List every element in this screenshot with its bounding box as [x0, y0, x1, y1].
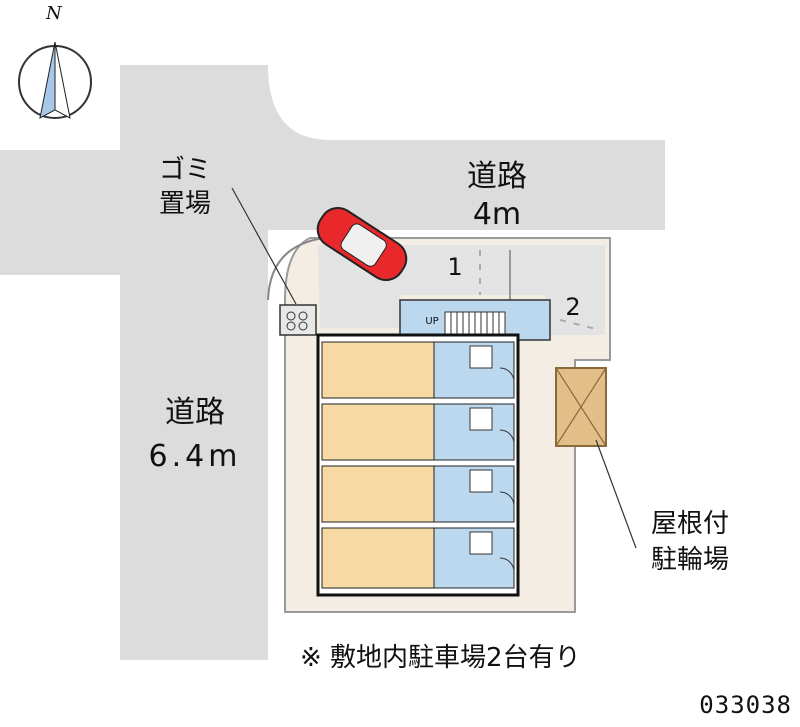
roads: [0, 65, 665, 660]
road-top: [268, 140, 665, 230]
left-road-name: 道路: [165, 395, 225, 430]
bike-leader-line: [595, 439, 637, 549]
top-road-name: 道路: [467, 159, 527, 194]
bike-label-line2: 駐輪場: [650, 545, 729, 575]
compass-letter: N: [46, 3, 62, 24]
unit-2-room: [321, 403, 435, 461]
bike-label-line1: 屋根付: [650, 509, 729, 539]
unit-1-bath: [469, 345, 493, 369]
unit-4-room: [321, 527, 435, 589]
top-road-width: 4m: [472, 197, 522, 232]
unit-1-room: [321, 341, 435, 399]
road-left-stub: [0, 150, 120, 275]
unit-4: [321, 527, 515, 589]
bike-parking: [555, 367, 637, 549]
garbage-area: [231, 187, 317, 336]
stairs-lines: [450, 312, 500, 334]
stairs-block: [399, 299, 551, 341]
unit-4-bath: [469, 531, 493, 555]
unit-3: [321, 465, 515, 523]
parking-note: ※ 敷地内駐車場2台有り: [300, 643, 581, 673]
apartment-building: [316, 333, 520, 597]
garbage-label-line2: 置場: [158, 189, 211, 219]
unit-2-bath: [469, 407, 493, 431]
unit-3-bath: [469, 469, 493, 493]
road-corner-fill: [268, 65, 330, 140]
garbage-leader-line: [231, 187, 297, 305]
unit-1: [321, 341, 515, 399]
bike-shelter-cross: [555, 367, 607, 447]
compass-icon: [18, 41, 92, 119]
garbage-bin-1: [286, 311, 296, 321]
unit-4-door-arc: [499, 557, 515, 573]
compass-needle-right: [54, 41, 71, 119]
unit-2: [321, 403, 515, 461]
left-road-width: 6.4m: [148, 439, 242, 474]
property-code: 033038: [699, 691, 792, 719]
garbage-bin-4: [298, 321, 308, 331]
garbage-label-line1: ゴミ: [158, 155, 211, 185]
unit-3-room: [321, 465, 435, 523]
garbage-box: [279, 304, 317, 336]
unit-2-door-arc: [499, 429, 515, 445]
compass-needle-left: [39, 41, 56, 119]
car-roof: [340, 223, 387, 267]
garbage-bin-2: [298, 311, 308, 321]
road-left: [120, 65, 268, 660]
stairs-up-label: UP: [425, 316, 439, 327]
unit-1-door-arc: [499, 367, 515, 383]
car-icon: [316, 206, 408, 282]
curb-line: [267, 237, 326, 301]
garbage-bin-3: [286, 321, 296, 331]
unit-3-door-arc: [499, 491, 515, 507]
parking-space-2: 2: [565, 293, 581, 321]
parking-space-1: 1: [447, 253, 463, 281]
